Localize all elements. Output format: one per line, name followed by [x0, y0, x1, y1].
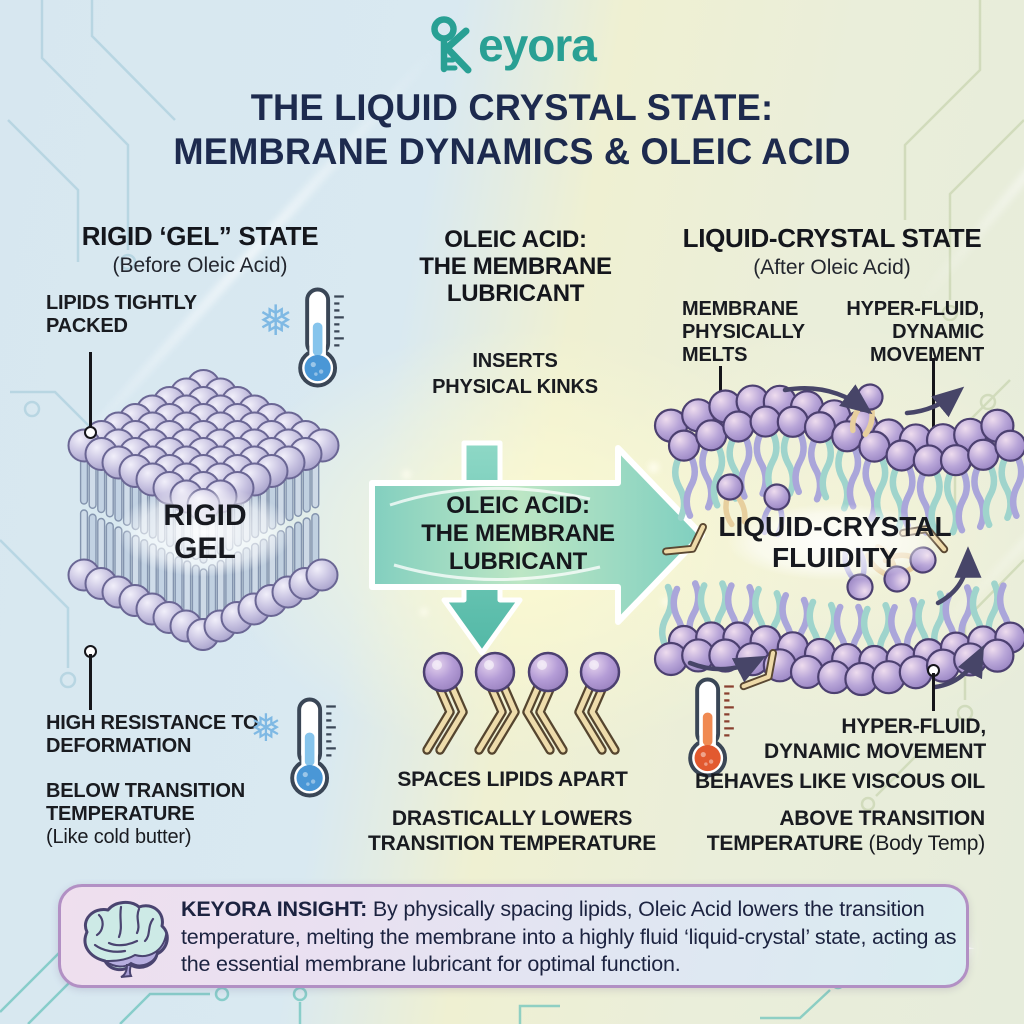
glow-dot [662, 598, 670, 606]
leader-line [89, 654, 92, 710]
arrow-swoosh [389, 486, 601, 582]
title-line-1: THE LIQUID CRYSTAL STATE: [250, 87, 774, 128]
arrow-line-1: OLEIC ACID: [446, 492, 590, 519]
arrow-line-2: THE MEMBRANE [421, 520, 615, 547]
insight-body: By physically spacing lipids, Oleic Acid… [181, 897, 957, 976]
center-heading-3: LUBRICANT [446, 280, 585, 307]
below-transition-text: BELOW TRANSITION TEMPERATURE [46, 780, 246, 825]
label-inserts-kinks: INSERTS PHYSICAL KINKS [432, 350, 598, 398]
label-lipids-tightly-packed: LIPIDS TIGHTLY PACKED [46, 292, 197, 337]
right-panel-header: LIQUID-CRYSTAL STATE (After Oleic Acid) [672, 224, 992, 280]
kinked-lipids-illustration [422, 651, 621, 755]
thermometer-hot-icon [688, 677, 736, 778]
insight-box: KEYORA INSIGHT: By physically spacing li… [58, 884, 969, 988]
label-hyper-fluid-bottom: HYPER-FLUID, DYNAMIC MOVEMENT [748, 714, 986, 764]
label-spaces-lipids: SPACES LIPIDS APART [397, 768, 628, 791]
center-heading-1: OLEIC ACID: [444, 226, 587, 253]
glow-dot [648, 462, 659, 473]
liquid-crystal-word: LIQUID-CRYSTAL [718, 511, 952, 542]
glow-dot [420, 608, 428, 616]
oleic-acid-arrow-illustration [369, 440, 705, 656]
center-panel-header: OLEIC ACID: THE MEMBRANE LUBRICANT [398, 226, 633, 307]
above-transition-text: ABOVE TRANSITION TEMPERATURE [706, 807, 985, 855]
label-lowers-temperature: DRASTICALLY LOWERS TRANSITION TEMPERATUR… [367, 807, 657, 855]
label-above-transition: ABOVE TRANSITION TEMPERATURE (Body Temp) [678, 806, 985, 856]
label-viscous-oil: BEHAVES LIKE VISCOUS OIL [694, 770, 985, 793]
brand-logo: eyora [0, 16, 1024, 74]
center-heading-2: THE MEMBRANE [419, 253, 612, 280]
arrow-line-3: LUBRICANT [448, 548, 588, 575]
left-panel-header: RIGID ‘GEL” STATE (Before Oleic Acid) [40, 222, 360, 278]
thermometer-cold-icon [290, 697, 338, 798]
cold-butter-note: (Like cold butter) [46, 826, 192, 848]
gel-word: GEL [174, 532, 236, 565]
label-below-transition: BELOW TRANSITION TEMPERATURE (Like cold … [46, 780, 301, 849]
title-line-2: MEMBRANE DYNAMICS & OLEIC ACID [173, 131, 851, 172]
insight-text: KEYORA INSIGHT: By physically spacing li… [181, 896, 959, 979]
left-subheading: (Before Oleic Acid) [112, 254, 288, 277]
liquid-crystal-fluidity-label: LIQUID-CRYSTAL FLUIDITY [700, 494, 970, 590]
label-membrane-melts: MEMBRANE PHYSICALLY MELTS [682, 298, 805, 366]
hyper-fluid-line-1: HYPER-FLUID, [841, 715, 986, 738]
arrow-label: OLEIC ACID: THE MEMBRANE LUBRICANT [398, 492, 638, 576]
rigid-word: RIGID [163, 499, 247, 532]
leader-line [932, 673, 935, 711]
logo-text: eyora [478, 19, 597, 71]
key-logo-icon [431, 16, 472, 74]
label-hyper-fluid-top: HYPER-FLUID, DYNAMIC MOVEMENT [846, 298, 984, 366]
body-temp-note: (Body Temp) [868, 832, 986, 855]
right-subheading: (After Oleic Acid) [753, 256, 911, 279]
label-high-resistance: HIGH RESISTANCE TO DEFORMATION [46, 712, 259, 757]
insight-label: KEYORA INSIGHT: [181, 897, 368, 921]
leader-dot [84, 426, 97, 439]
rigid-gel-label: RIGID GEL [95, 476, 315, 588]
hyper-fluid-line-2: DYNAMIC MOVEMENT [764, 740, 986, 763]
fluidity-word: FLUIDITY [772, 542, 898, 573]
brain-icon [83, 901, 169, 978]
leader-line [89, 352, 92, 429]
page-title: THE LIQUID CRYSTAL STATE: MEMBRANE DYNAM… [10, 86, 1014, 174]
right-heading: LIQUID-CRYSTAL STATE [682, 223, 982, 253]
left-heading: RIGID ‘GEL” STATE [81, 221, 319, 251]
glow-dot [402, 470, 411, 479]
